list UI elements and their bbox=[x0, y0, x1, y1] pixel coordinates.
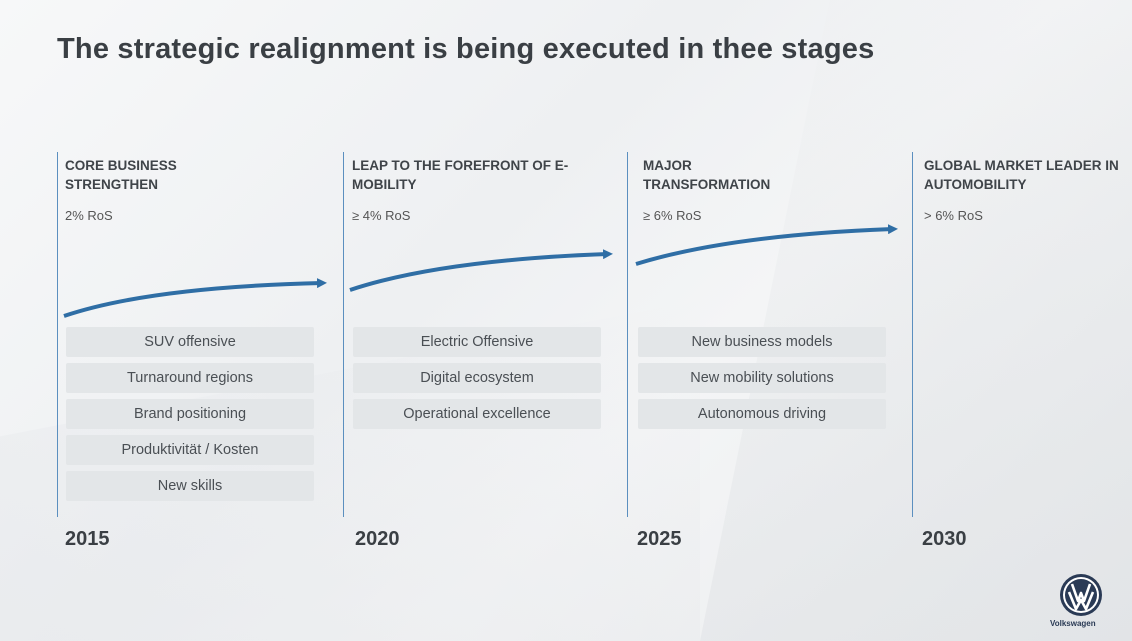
stage-heading: LEAP TO THE FOREFRONT OF E-MOBILITY bbox=[352, 158, 569, 192]
stage-year: 2020 bbox=[355, 528, 400, 550]
stage-ros: > 6% RoS bbox=[924, 208, 983, 223]
stage-heading: MAJOR TRANSFORMATION bbox=[643, 158, 771, 192]
stage-ros: ≥ 6% RoS bbox=[643, 208, 702, 223]
initiative-box: Operational excellence bbox=[353, 399, 601, 429]
stage-divider-line bbox=[343, 152, 344, 517]
initiative-box: Produktivität / Kosten bbox=[66, 435, 314, 465]
stage-divider-line bbox=[912, 152, 913, 517]
growth-arrow-1 bbox=[63, 278, 327, 318]
stage-heading: GLOBAL MARKET LEADER IN AUTOMOBILITY bbox=[924, 158, 1119, 192]
initiative-box: SUV offensive bbox=[66, 327, 314, 357]
stage-heading: CORE BUSINESS STRENGTHEN bbox=[65, 158, 177, 192]
initiative-box: New skills bbox=[66, 471, 314, 501]
page-title: The strategic realignment is being execu… bbox=[57, 33, 875, 65]
stage-ros: ≥ 4% RoS bbox=[352, 208, 411, 223]
initiative-box: Brand positioning bbox=[66, 399, 314, 429]
initiative-box: New mobility solutions bbox=[638, 363, 886, 393]
stage-year: 2015 bbox=[65, 528, 110, 550]
stage-year: 2025 bbox=[637, 528, 682, 550]
stage-divider-line bbox=[627, 152, 628, 517]
initiative-box: Electric Offensive bbox=[353, 327, 601, 357]
initiative-box: Turnaround regions bbox=[66, 363, 314, 393]
initiative-box: Autonomous driving bbox=[638, 399, 886, 429]
growth-arrow-2 bbox=[349, 249, 613, 292]
stage-divider-line bbox=[57, 152, 58, 517]
vw-logo-icon bbox=[1060, 574, 1102, 616]
initiative-box: New business models bbox=[638, 327, 886, 357]
stage-ros: 2% RoS bbox=[65, 208, 113, 223]
stage-year: 2030 bbox=[922, 528, 967, 550]
initiative-box: Digital ecosystem bbox=[353, 363, 601, 393]
growth-arrow-3 bbox=[635, 224, 898, 266]
logo-wordmark: Volkswagen bbox=[1050, 619, 1096, 628]
